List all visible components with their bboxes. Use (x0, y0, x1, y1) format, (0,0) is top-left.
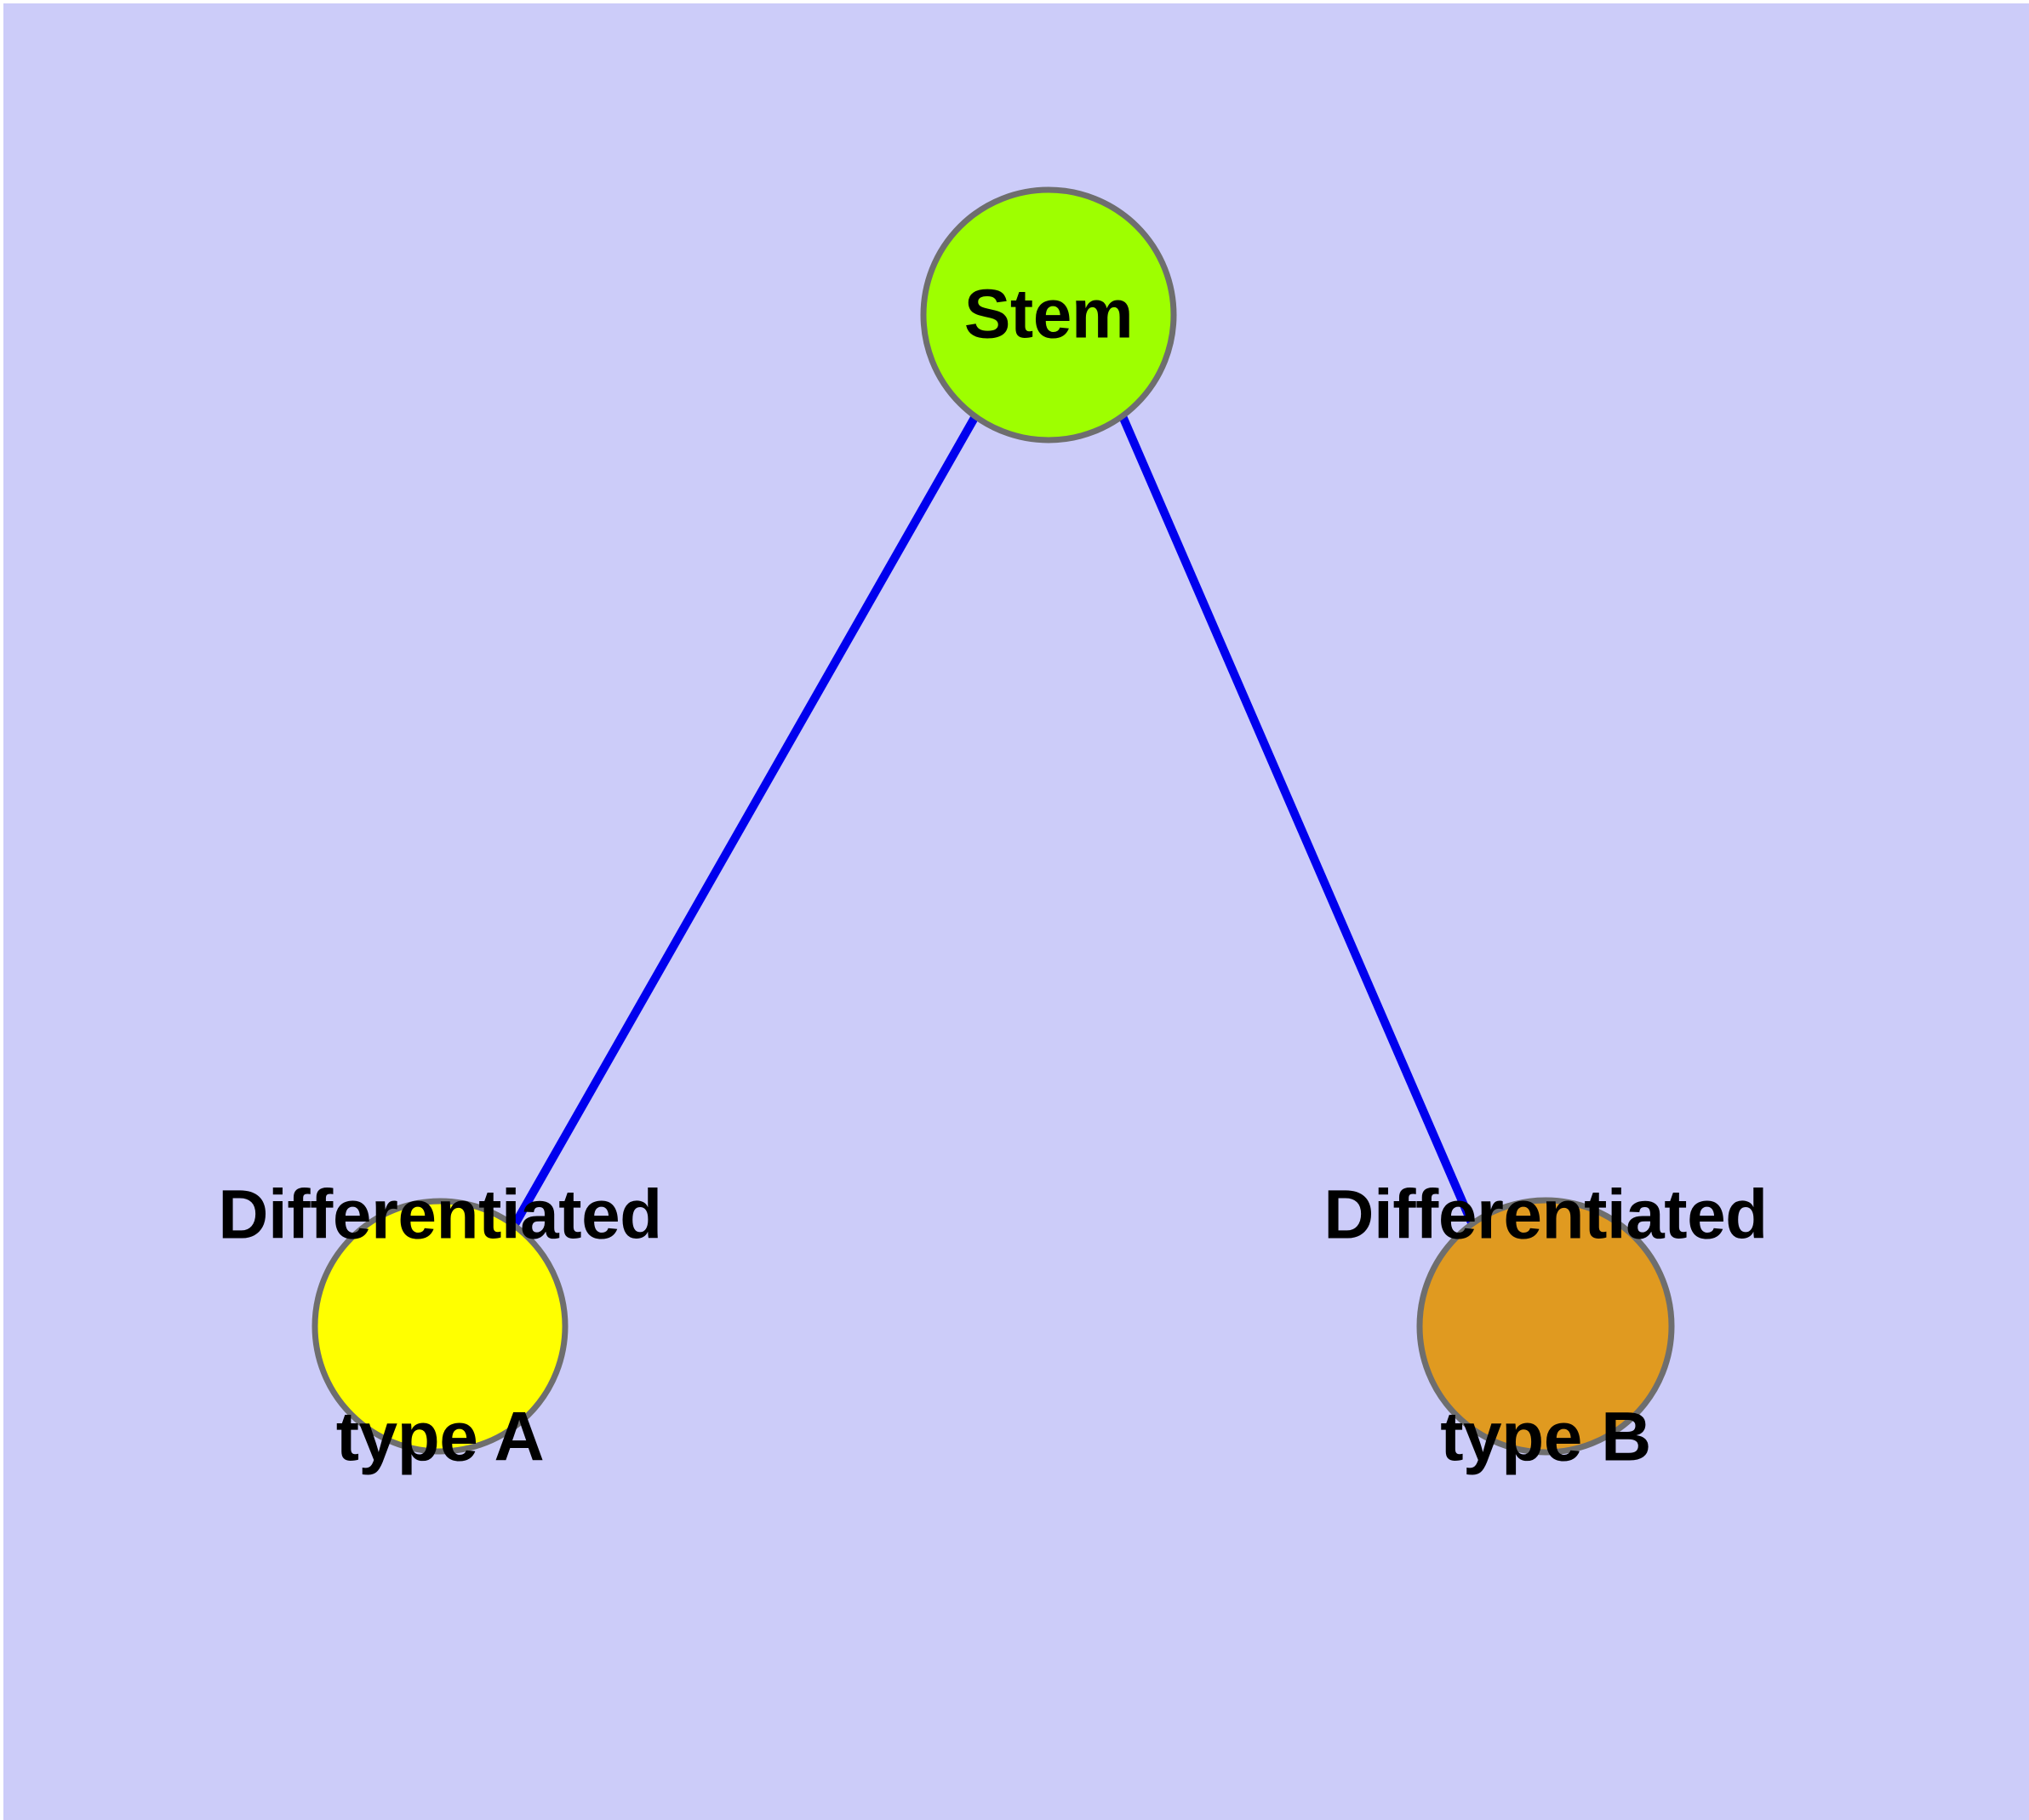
nodes-group (311, 186, 1675, 1456)
edges-group (510, 414, 1477, 1228)
node-stem[interactable] (920, 186, 1177, 444)
node-differentiated-type-a[interactable] (311, 1198, 569, 1455)
node-differentiated-type-b[interactable] (1416, 1197, 1675, 1456)
edge-stem-to-type-a[interactable] (510, 414, 980, 1228)
edge-stem-to-type-b[interactable] (1118, 415, 1477, 1228)
